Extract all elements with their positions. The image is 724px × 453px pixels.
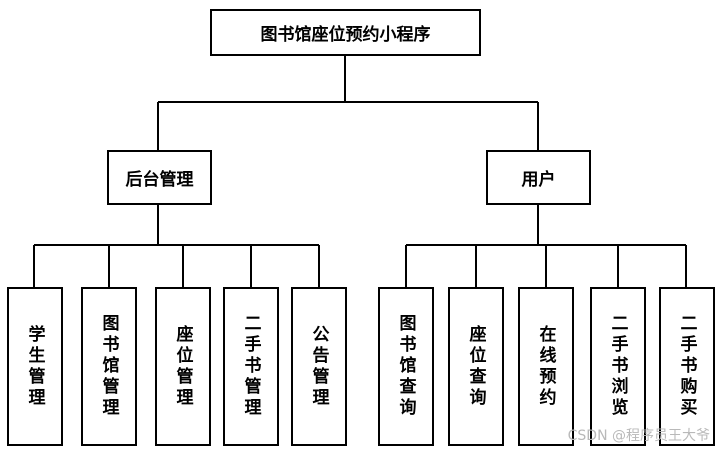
leaf-node-library-query: 图书馆查询	[378, 287, 434, 446]
branch-node-user-label: 用户	[521, 170, 556, 190]
leaf-node-student-management: 学生管理	[7, 287, 63, 446]
leaf-node-announcement-management: 公告管理	[291, 287, 347, 446]
leaf-label: 在线预约	[535, 324, 556, 409]
leaf-node-online-reservation: 在线预约	[518, 287, 574, 446]
leaf-node-seat-query: 座位查询	[448, 287, 504, 446]
leaf-node-secondhand-book-browse: 二手书浏览	[590, 287, 646, 446]
leaf-label: 座位查询	[465, 324, 486, 409]
branch-node-admin-label: 后台管理	[125, 170, 194, 190]
leaf-label: 学生管理	[24, 324, 45, 409]
leaf-label: 图书馆管理	[98, 314, 119, 419]
leaf-label: 二手书管理	[240, 314, 261, 419]
leaf-node-secondhand-book-purchase: 二手书购买	[659, 287, 715, 446]
leaf-label: 二手书浏览	[607, 314, 628, 419]
leaf-node-library-management: 图书馆管理	[81, 287, 137, 446]
watermark: CSDN @程序员王大爷	[567, 428, 710, 444]
leaf-label: 图书馆查询	[395, 314, 416, 419]
root-node-label: 图书馆座位预约小程序	[260, 25, 431, 45]
branch-node-admin: 后台管理	[107, 150, 212, 205]
leaf-label: 公告管理	[308, 324, 329, 409]
leaf-node-seat-management: 座位管理	[155, 287, 211, 446]
leaf-label: 座位管理	[172, 324, 193, 409]
leaf-label: 二手书购买	[676, 314, 697, 419]
branch-node-user: 用户	[486, 150, 591, 205]
leaf-node-secondhand-book-management: 二手书管理	[223, 287, 279, 446]
root-node: 图书馆座位预约小程序	[210, 9, 481, 56]
